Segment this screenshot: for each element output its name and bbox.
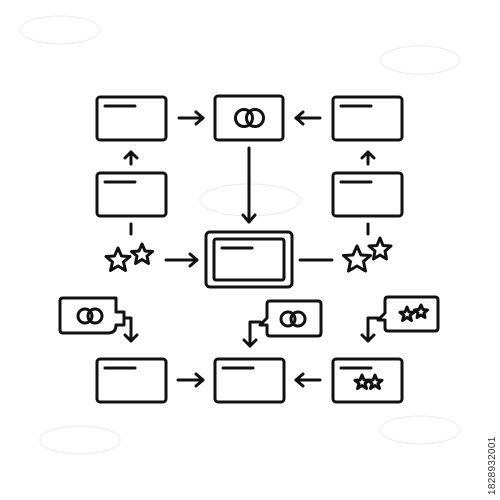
card-top-right	[331, 95, 404, 142]
stars-icon-right	[342, 236, 393, 273]
card-bottom-right	[331, 357, 404, 404]
card-bottom-center	[213, 357, 286, 404]
stars-icon-left	[104, 242, 154, 272]
stock-id-watermark: 1828932001	[486, 300, 498, 500]
arrow-top-left-to-center	[177, 110, 205, 126]
card-mid-left	[95, 171, 168, 218]
card-top-center	[213, 94, 285, 142]
arrow-bottom-left-to-center	[176, 372, 205, 388]
arrow-bubble-left-down	[122, 316, 139, 343]
watermark-pattern	[19, 15, 461, 455]
linked-rings-icon	[234, 108, 265, 128]
speech-bubble-right	[376, 295, 440, 333]
card-bottom-left	[95, 357, 168, 404]
arrow-stars-to-monitor	[164, 252, 199, 268]
stars-icon-bottom-right	[353, 373, 384, 390]
monitor-icon	[204, 230, 294, 289]
arrow-left-up	[123, 150, 139, 166]
arrow-bubble-center-down	[242, 320, 262, 348]
speech-bubble-left	[58, 296, 126, 335]
card-top-left	[95, 95, 168, 142]
stock-id-text: 1828932001	[487, 436, 498, 495]
arrow-bubble-right-down	[360, 316, 380, 343]
arrow-right-up	[360, 150, 376, 166]
arrow-top-right-to-center	[294, 110, 322, 126]
arrow-bottom-right-to-center	[294, 372, 322, 388]
speech-bubble-center	[258, 299, 323, 338]
arrow-center-down	[241, 146, 257, 224]
card-mid-right	[331, 171, 404, 218]
